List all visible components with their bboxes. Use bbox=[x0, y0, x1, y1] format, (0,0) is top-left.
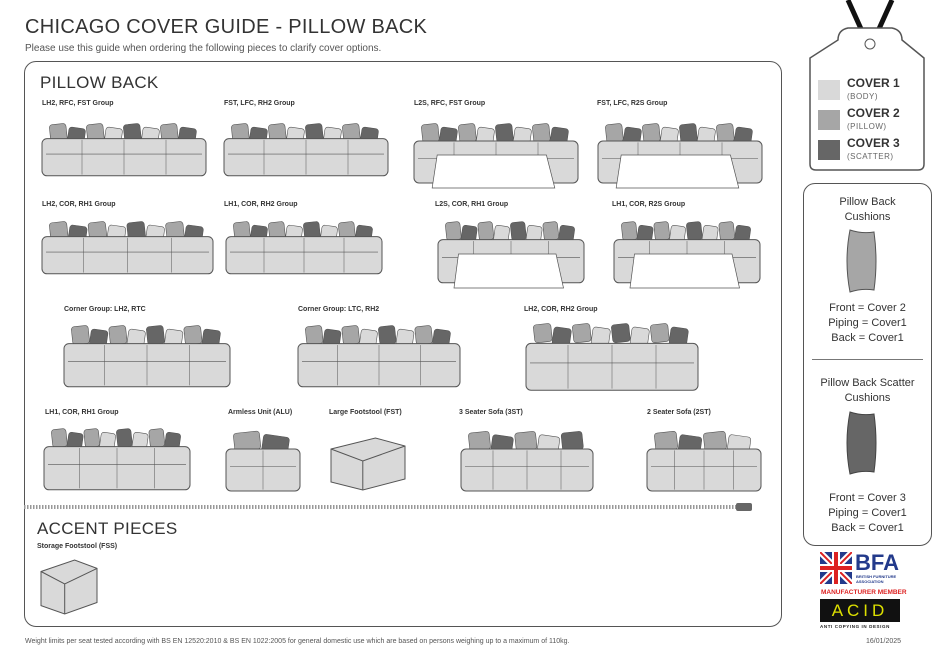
furniture-drawing bbox=[460, 431, 594, 492]
bfa-logo-text: BFA bbox=[855, 550, 899, 575]
footer-note: Weight limits per seat tested according … bbox=[25, 638, 570, 645]
product-label: FST, LFC, RH2 Group bbox=[224, 100, 295, 107]
product-label: Corner Group: LH2, RTC bbox=[64, 306, 146, 313]
storage-footstool-illustration bbox=[35, 556, 101, 618]
furniture-drawing bbox=[43, 428, 191, 491]
product-label: L2S, RFC, FST Group bbox=[414, 100, 486, 107]
legend-cover-1: COVER 1(BODY) bbox=[818, 77, 928, 103]
sofa-illustration bbox=[40, 218, 215, 280]
furniture-drawing bbox=[41, 221, 214, 275]
footstool-illustration bbox=[325, 434, 409, 494]
cushion-info-panel: Pillow Back Cushions Front = Cover 2 Pip… bbox=[803, 183, 932, 546]
sofa-illustration bbox=[62, 322, 232, 394]
bfa-logo-sub: BRITISH FURNITURE ASSOCIATION bbox=[856, 574, 897, 584]
bfa-flag-logo bbox=[820, 552, 852, 584]
sofa-illustration bbox=[459, 428, 595, 498]
product-label: LH2, COR, RH2 Group bbox=[524, 306, 598, 313]
pillow-front: Front = Cover 2 bbox=[829, 302, 906, 314]
product-label: 2 Seater Sofa (2ST) bbox=[647, 409, 711, 416]
product-label: Storage Footstool (FSS) bbox=[37, 543, 118, 550]
furniture-drawing bbox=[225, 221, 383, 275]
furniture-drawing bbox=[330, 437, 406, 491]
section-title-accent-pieces: ACCENT PIECES bbox=[37, 519, 178, 538]
product-label: Large Footstool (FST) bbox=[329, 409, 402, 416]
legend-cover-3: COVER 3(SCATTER) bbox=[818, 137, 928, 163]
product-label: FST, LFC, R2S Group bbox=[597, 100, 668, 107]
furniture-drawing bbox=[225, 430, 301, 492]
sofa-bed-illustration bbox=[412, 120, 580, 190]
furniture-drawing bbox=[223, 123, 389, 177]
legend-cover-2: COVER 2(PILLOW) bbox=[818, 107, 928, 133]
product-label: Corner Group: LTC, RH2 bbox=[298, 306, 380, 313]
divider bbox=[812, 359, 923, 360]
furniture-drawing bbox=[437, 221, 585, 289]
product-label: LH2, COR, RH1 Group bbox=[42, 201, 116, 208]
sofa-illustration bbox=[224, 218, 384, 280]
product-label: LH1, COR, RH1 Group bbox=[45, 409, 119, 416]
furniture-drawing bbox=[525, 323, 699, 391]
scatter-front: Front = Cover 3 bbox=[829, 492, 906, 504]
sofa-bed-illustration bbox=[612, 218, 762, 290]
scatter-title: Pillow Back Scatter Cushions bbox=[820, 377, 915, 404]
furniture-drawing bbox=[297, 325, 461, 388]
page-subtitle: Please use this guide when ordering the … bbox=[25, 43, 382, 54]
furniture-drawing bbox=[413, 123, 579, 189]
swatch-cover-3 bbox=[818, 140, 840, 160]
product-label: LH1, COR, R2S Group bbox=[612, 201, 686, 208]
page-title: CHICAGO COVER GUIDE - PILLOW BACK bbox=[25, 16, 428, 38]
acid-sub: ANTI COPYING IN DESIGN bbox=[820, 624, 890, 629]
cover-legend-tag bbox=[809, 0, 925, 171]
section-title-pillow-back: PILLOW BACK bbox=[40, 73, 159, 92]
sofa-bed-illustration bbox=[596, 120, 764, 190]
pillow-back-panel bbox=[24, 61, 782, 627]
product-label: L2S, COR, RH1 Group bbox=[435, 201, 509, 208]
sofa-illustration bbox=[42, 425, 192, 497]
product-label: LH1, COR, RH2 Group bbox=[224, 201, 298, 208]
furniture-drawing bbox=[613, 221, 761, 289]
scatter-back: Back = Cover1 bbox=[831, 522, 904, 534]
zipper-divider bbox=[24, 503, 752, 511]
furniture-drawing bbox=[41, 123, 207, 177]
pillow-cushion-icon bbox=[846, 229, 877, 293]
scatter-piping: Piping = Cover1 bbox=[828, 507, 907, 519]
acid-logo: ACID bbox=[820, 599, 900, 622]
product-label: 3 Seater Sofa (3ST) bbox=[459, 409, 523, 416]
pillow-back-title: Pillow Back Cushions bbox=[839, 196, 896, 223]
sofa-illustration bbox=[40, 120, 208, 182]
scatter-cushion-icon bbox=[846, 411, 877, 475]
furniture-drawing bbox=[597, 123, 763, 189]
sofa-illustration bbox=[524, 320, 700, 398]
pillow-piping: Piping = Cover1 bbox=[828, 317, 907, 329]
product-label: Armless Unit (ALU) bbox=[228, 409, 293, 416]
swatch-cover-1 bbox=[818, 80, 840, 100]
furniture-drawing bbox=[63, 325, 231, 388]
armless-unit-illustration bbox=[224, 428, 302, 498]
furniture-drawing bbox=[646, 431, 762, 492]
bfa-member: MANUFACTURER MEMBER bbox=[821, 589, 907, 596]
sofa-bed-illustration bbox=[436, 218, 586, 290]
product-label: LH2, RFC, FST Group bbox=[42, 100, 114, 107]
sofa-illustration bbox=[222, 120, 390, 182]
sofa-illustration bbox=[645, 428, 763, 498]
furniture-drawing bbox=[40, 559, 98, 615]
pillow-back: Back = Cover1 bbox=[831, 332, 904, 344]
footer-date: 16/01/2025 bbox=[866, 638, 902, 645]
sofa-illustration bbox=[296, 322, 462, 394]
swatch-cover-2 bbox=[818, 110, 840, 130]
